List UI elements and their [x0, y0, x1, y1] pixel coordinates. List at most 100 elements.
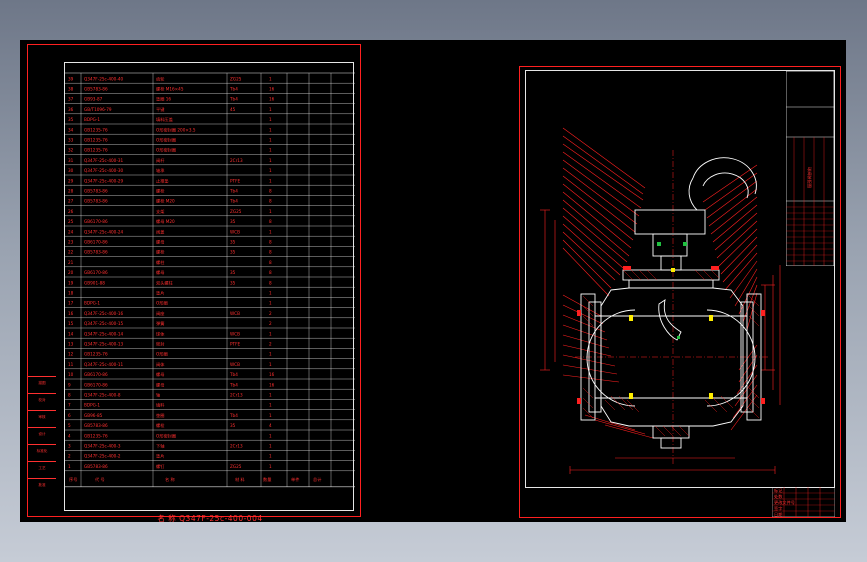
- bom-row-name: 填料: [156, 402, 165, 409]
- bom-row-name: 垫圈 16: [156, 96, 171, 103]
- bom-row-number: 21: [68, 260, 74, 265]
- bom-row-number: 11: [68, 362, 74, 367]
- bom-row-material: 35: [230, 423, 236, 428]
- dimension-lines: [540, 209, 781, 474]
- bom-row-code: Q347F-25c-400-40: [84, 76, 124, 81]
- bom-row-code: Q347F-25c-400-13: [84, 342, 124, 347]
- bom-row-code: GB1235-76: [84, 138, 108, 143]
- bom-row-name: 平键: [156, 106, 165, 113]
- bom-row-quantity: 1: [269, 464, 272, 469]
- bom-row-material: 35: [230, 250, 236, 255]
- bom-row-material: 35: [230, 280, 236, 285]
- bom-row-quantity: 1: [269, 148, 272, 153]
- bom-row-code: Q347F-25c-400-8: [84, 393, 121, 398]
- bom-row-material: ZG25: [230, 209, 242, 214]
- bom-row-code: Q347F-25c-400-2: [84, 454, 121, 459]
- side-label-cell: 设计: [28, 427, 56, 440]
- bom-row-number: 14: [68, 331, 74, 336]
- bom-row-code: GB6170-86: [84, 219, 108, 224]
- bom-row-code: GB5783-86: [84, 199, 108, 204]
- bom-row-quantity: 1: [269, 76, 272, 81]
- bom-row-number: 23: [68, 240, 74, 245]
- side-label-cell: 工艺: [28, 461, 56, 474]
- bom-row-number: 5: [68, 423, 71, 428]
- bom-row-code: GB5783-86: [84, 423, 108, 428]
- left-signature-column: 描图校对审核设计标准化工艺批准: [28, 376, 56, 496]
- bom-header-single: 单件: [291, 476, 299, 483]
- bom-row-quantity: 2: [269, 321, 272, 326]
- bom-row-number: 36: [68, 107, 74, 112]
- bom-row-material: Tb4: [229, 413, 238, 418]
- side-label-cell: 批准: [28, 478, 56, 491]
- bom-row-name: 螺母: [156, 371, 164, 378]
- bom-row-quantity: 1: [269, 229, 272, 234]
- bom-drawing-title: 名 称 Q347F-25c-400-004: [157, 514, 263, 523]
- bom-header-quantity: 数量: [263, 476, 271, 483]
- bom-row-number: 39: [68, 76, 74, 81]
- bom-row-quantity: 16: [269, 87, 275, 92]
- bom-row-quantity: 8: [269, 270, 272, 275]
- bom-row-quantity: 1: [269, 444, 272, 449]
- bom-row-material: Tb4: [229, 382, 238, 387]
- bom-row-number: 15: [68, 321, 74, 326]
- bom-row-material: 35: [230, 240, 236, 245]
- bom-row-name: 螺母 M20: [156, 218, 175, 225]
- bom-row-quantity: 16: [269, 372, 275, 377]
- bom-row-quantity: 8: [269, 199, 272, 204]
- bom-row-name: 阀盖: [156, 228, 164, 235]
- bom-row-quantity: 2: [269, 311, 272, 316]
- bom-row-code: Q347F-25c-400-11: [84, 362, 124, 367]
- bom-row-code: GB6170-86: [84, 382, 108, 387]
- bom-row-quantity: 1: [269, 403, 272, 408]
- bom-row-name: 阀座: [156, 310, 164, 317]
- bom-row-number: 7: [68, 403, 71, 408]
- side-label-cell: 校对: [28, 393, 56, 406]
- bom-row-number: 13: [68, 342, 74, 347]
- bom-row-material: Tb4: [229, 97, 238, 102]
- bom-row-name: 支架: [156, 208, 164, 215]
- bom-row-name: O形密封圈: [156, 137, 176, 144]
- bom-row-material: 35: [230, 270, 236, 275]
- bom-row-number: 38: [68, 87, 74, 92]
- bom-row-name: 齿轮: [156, 75, 165, 82]
- bom-row-quantity: 1: [269, 138, 272, 143]
- bom-row-code: GB1235-76: [84, 127, 108, 132]
- side-label-cell: 描图: [28, 376, 56, 389]
- bom-row-name: O形圈: [156, 351, 168, 358]
- bom-row-material: PTFE: [230, 342, 240, 347]
- bom-row-quantity: 1: [269, 352, 272, 357]
- bom-row-quantity: 8: [269, 240, 272, 245]
- bom-row-name: 轴承: [156, 167, 165, 174]
- bom-row-quantity: 1: [269, 168, 272, 173]
- bom-row-number: 4: [68, 433, 71, 438]
- bom-row-name: 螺栓 M20: [156, 198, 175, 205]
- bom-row-name: 螺栓: [156, 422, 165, 429]
- bom-row-quantity: 8: [269, 260, 272, 265]
- bom-row-name: 密封: [156, 341, 164, 348]
- bom-row-quantity: 1: [269, 362, 272, 367]
- bom-row-quantity: 1: [269, 331, 272, 336]
- bom-row-material: 2Cr13: [230, 393, 243, 398]
- bom-row-quantity: 8: [269, 189, 272, 194]
- bom-row-number: 22: [68, 250, 74, 255]
- bom-row-quantity: 2: [269, 342, 272, 347]
- bom-row-material: Tb4: [229, 372, 238, 377]
- bom-row-number: 1: [68, 464, 71, 469]
- bom-row-code: GB6170-86: [84, 372, 108, 377]
